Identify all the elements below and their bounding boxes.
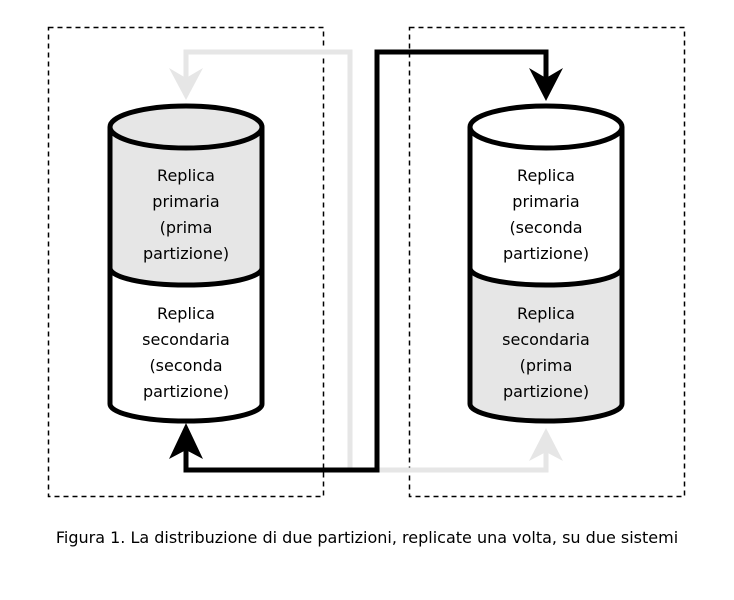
black-arrowhead-down (529, 68, 563, 101)
cylinder-system-1: Replica primaria (prima partizione) Repl… (107, 103, 265, 424)
cylinder-1-bottom-segment (110, 268, 262, 421)
system-1-box (47, 26, 325, 498)
cylinder-1-top-segment (110, 127, 262, 285)
cylinder-2-bottom-segment (470, 268, 622, 421)
cyl2-top-line-4: partizione) (503, 244, 589, 263)
grey-arrowhead-down (169, 68, 203, 100)
cyl2-top-line-1: Replica (517, 166, 575, 185)
cyl1-top-line-4: partizione) (143, 244, 229, 263)
cyl1-bottom-line-3: (seconda (149, 356, 222, 375)
grey-arrowhead-up (529, 428, 563, 461)
cyl1-bottom-line-2: secondaria (142, 330, 230, 349)
black-replication-arrow (169, 49, 563, 473)
black-arrowhead-up (169, 423, 203, 459)
cyl1-top-line-1: Replica (157, 166, 215, 185)
system-2-box (408, 26, 686, 498)
figure-caption: Figura 1. La distribuzione di due partiz… (55, 528, 679, 547)
cylinder-1-body-outline (107, 127, 265, 424)
cyl1-bottom-line-1: Replica (157, 304, 215, 323)
black-arrow-path (183, 49, 549, 473)
cyl2-top-line-3: (seconda (509, 218, 582, 237)
cyl2-top-line-2: primaria (512, 192, 579, 211)
cyl2-bottom-line-2: secondaria (502, 330, 590, 349)
cylinder-1-lid (107, 103, 265, 151)
cyl1-top-line-3: (prima (160, 218, 213, 237)
cylinder-2-lid (467, 103, 625, 151)
cylinder-system-2: Replica primaria (seconda partizione) Re… (467, 103, 625, 424)
cyl2-bottom-line-3: (prima (520, 356, 573, 375)
cylinder-2-divider (467, 267, 625, 288)
grey-replication-arrow (169, 49, 563, 473)
cyl2-bottom-line-1: Replica (517, 304, 575, 323)
cyl1-top-line-2: primaria (152, 192, 219, 211)
cylinder-2-body-outline (467, 127, 625, 424)
grey-arrow-path (183, 49, 549, 473)
cylinder-1-divider (107, 267, 265, 288)
cyl2-bottom-line-4: partizione) (503, 382, 589, 401)
cyl1-bottom-line-4: partizione) (143, 382, 229, 401)
cylinder-2-top-segment (470, 127, 622, 285)
